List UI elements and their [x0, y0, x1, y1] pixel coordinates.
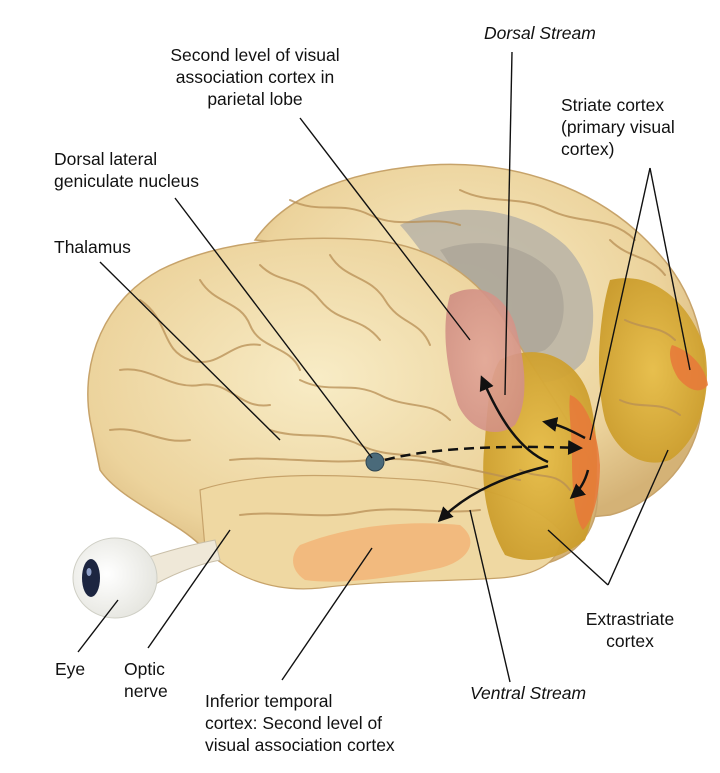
label-parietal-association: Second level of visual association corte…: [150, 44, 360, 110]
label-dorsal-stream: Dorsal Stream: [484, 23, 596, 43]
optic-nerve-shape: [139, 539, 221, 591]
label-optic-nerve: Optic nerve: [124, 658, 168, 702]
label-optic-line-2: nerve: [124, 681, 168, 701]
label-extrastriate-line-2: cortex: [606, 631, 654, 651]
pointer-optic-nerve: [147, 529, 231, 649]
label-parietal-line-2: association cortex in: [175, 67, 335, 87]
label-inferior-temporal-line-1: Inferior temporal: [205, 691, 333, 711]
label-striate-line-1: Striate cortex: [561, 95, 665, 115]
pointer-thalamus: [99, 261, 281, 441]
label-extrastriate-line-1: Extrastriate: [585, 609, 675, 629]
pointer-parietal: [299, 117, 471, 341]
gyrus-lines: [109, 189, 681, 517]
iris: [82, 559, 100, 597]
label-dorsal-lgn-line-1: Dorsal lateral: [54, 149, 158, 169]
medial-inner-gray: [440, 243, 564, 354]
label-inferior-temporal: Inferior temporal cortex: Second level o…: [205, 690, 395, 756]
lgn-dot: [365, 452, 385, 472]
pointer-extrastriate-a: [547, 529, 609, 586]
pointer-dorsal-stream: [504, 51, 513, 396]
label-parietal-line-3: parietal lobe: [207, 89, 303, 109]
striate-to-extra-arrow-2: [569, 469, 590, 499]
occipital-medial-region: [598, 278, 707, 463]
label-dorsal-lgn-line-2: geniculate nucleus: [54, 171, 199, 191]
pointer-lgn: [174, 197, 373, 459]
lgn-to-striate-dashed: [384, 440, 583, 462]
ventral-stream-arrow: [437, 464, 549, 523]
label-inferior-temporal-line-3: visual association cortex: [205, 735, 395, 755]
pointer-striate-b: [649, 167, 691, 371]
label-striate-line-2: (primary visual: [561, 117, 675, 137]
label-ventral-stream: Ventral Stream: [470, 683, 587, 703]
dorsal-stream-arrow: [479, 375, 549, 464]
label-eye: Eye: [55, 659, 86, 679]
parietal-association-region: [445, 289, 525, 433]
label-optic-line-1: Optic: [124, 659, 165, 679]
pointer-extrastriate-b: [607, 449, 669, 586]
inferior-temporal-region: [293, 523, 471, 582]
pointer-ventral-stream: [469, 509, 511, 683]
label-extrastriate-cortex: Extrastriate cortex: [570, 608, 690, 652]
label-striate-line-3: cortex): [561, 139, 615, 159]
pointer-eye: [77, 599, 119, 653]
label-thalamus: Thalamus: [54, 237, 131, 257]
pupil-highlight: [86, 568, 92, 576]
eyeball: [72, 537, 158, 619]
label-inferior-temporal-line-2: cortex: Second level of: [205, 713, 383, 733]
label-parietal-line-1: Second level of visual: [170, 45, 340, 65]
pointer-lines: [77, 51, 691, 683]
label-dorsal-lgn: Dorsal lateral geniculate nucleus: [54, 148, 199, 192]
label-striate-cortex: Striate cortex (primary visual cortex): [561, 94, 675, 160]
pointer-inferior-temporal: [281, 547, 373, 681]
pointer-striate-a: [589, 167, 651, 441]
pathway-arrows: [384, 375, 590, 523]
striate-to-extra-arrow-1: [542, 417, 586, 440]
